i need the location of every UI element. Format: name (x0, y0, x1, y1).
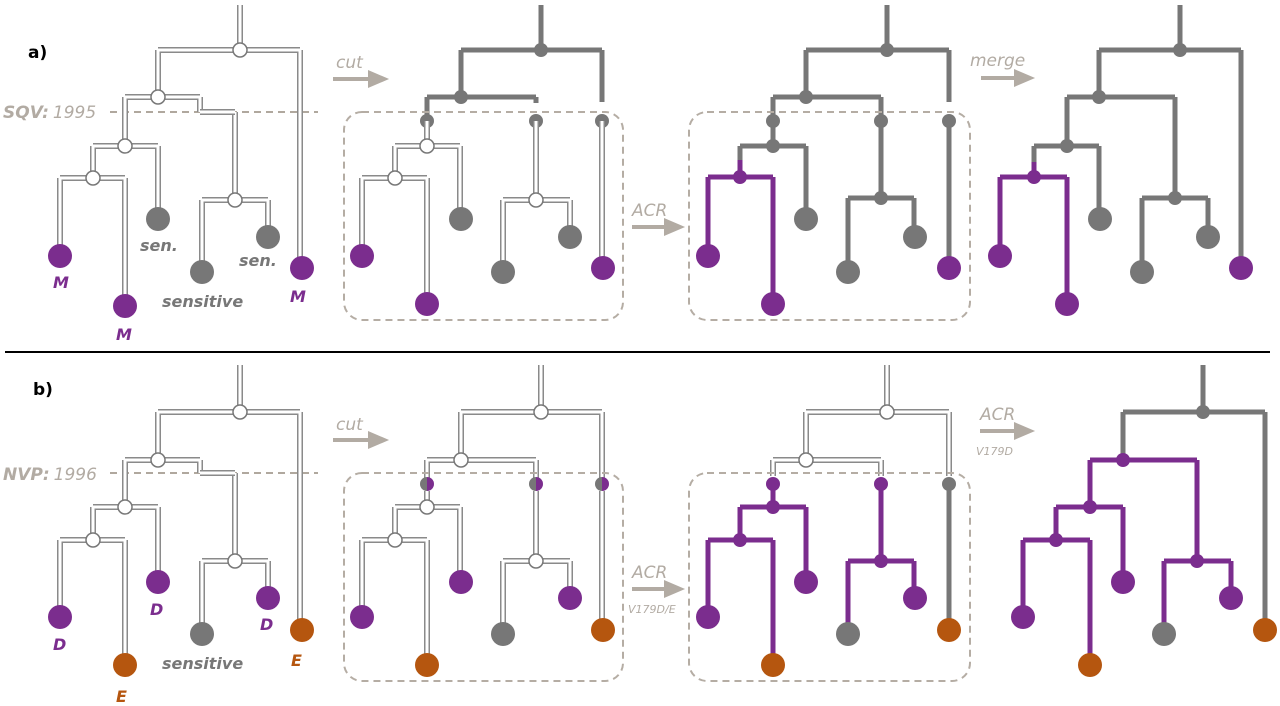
tip-b1-3 (146, 570, 170, 594)
tip-a4-3 (1088, 207, 1112, 231)
tip-a3-3 (794, 207, 818, 231)
tip-a3-5 (903, 225, 927, 249)
cut-box-b2 (343, 472, 624, 682)
tip-b2-2 (415, 653, 439, 677)
arrow-right-icon (333, 69, 390, 89)
tip-a1-3 (146, 207, 170, 231)
tip-b3-2 (761, 653, 785, 677)
tip-a4-4 (1130, 260, 1154, 284)
tip-label-a-4: sensitive (162, 292, 243, 311)
tree-b3 (705, 365, 956, 665)
tip-b3-5 (903, 586, 927, 610)
panel-b-date: NVP:1996 (3, 465, 97, 485)
tip-label-a-3: sen. (140, 236, 178, 255)
tip-a2-2 (415, 292, 439, 316)
tip-a2-3 (449, 207, 473, 231)
tip-b1-1 (48, 605, 72, 629)
tip-a2-5 (558, 225, 582, 249)
tree-b4 (1020, 365, 1268, 665)
tree-b2 (359, 365, 609, 665)
tip-b3-3 (794, 570, 818, 594)
tip-label-a-6: M (290, 287, 306, 306)
tree-a2 (359, 5, 609, 306)
step-label-acr-a: ACR (631, 201, 667, 221)
arrow-right-icon (333, 430, 390, 450)
tip-b4-6 (1253, 618, 1277, 642)
tip-b2-3 (449, 570, 473, 594)
tip-a2-4 (491, 260, 515, 284)
tip-a4-5 (1196, 225, 1220, 249)
arrow-right-icon (981, 68, 1036, 88)
tip-a3-2 (761, 292, 785, 316)
tip-a1-5 (256, 225, 280, 249)
arrow-right-icon (632, 579, 686, 599)
tip-a4-6 (1229, 256, 1253, 280)
tip-a3-1 (696, 244, 720, 268)
step-label-acr-b: ACR (631, 563, 667, 583)
tip-b2-4 (491, 622, 515, 646)
tip-b1-5 (256, 586, 280, 610)
tip-a4-1 (988, 244, 1012, 268)
tip-a3-6 (937, 256, 961, 280)
arrow-right-icon (632, 217, 686, 237)
tip-b3-6 (937, 618, 961, 642)
tip-b2-1 (350, 605, 374, 629)
step-label-acr2-b: ACR (979, 405, 1015, 425)
tip-a1-4 (190, 260, 214, 284)
tip-b4-1 (1011, 605, 1035, 629)
tip-a1-2 (113, 294, 137, 318)
tip-label-b-6: E (291, 651, 302, 670)
tip-a3-4 (836, 260, 860, 284)
tree-b1 (57, 365, 303, 665)
tip-a2-6 (591, 256, 615, 280)
tip-label-b-1: D (53, 635, 66, 654)
tip-b4-3 (1111, 570, 1135, 594)
tip-b2-6 (591, 618, 615, 642)
tip-a4-2 (1055, 292, 1079, 316)
tip-b4-5 (1219, 586, 1243, 610)
arrow-right-icon (980, 421, 1036, 441)
tip-a1-1 (48, 244, 72, 268)
tip-b1-6 (290, 618, 314, 642)
tip-label-a-1: M (53, 273, 69, 292)
tip-b4-4 (1152, 622, 1176, 646)
tree-a1 (57, 5, 303, 306)
cut-box-a2 (343, 111, 624, 321)
tip-label-b-4: sensitive (162, 654, 243, 673)
half-node (420, 477, 427, 491)
tip-label-a-5: sen. (239, 251, 277, 270)
tree-a3 (705, 5, 956, 305)
tip-b3-4 (836, 622, 860, 646)
cut-box-b3 (688, 472, 971, 682)
tip-label-b-3: D (150, 600, 163, 619)
step-sublabel-acr-b: V179D/E (628, 603, 676, 616)
tree-a4 (997, 5, 1244, 305)
panel-b-label: b) (33, 380, 53, 400)
step-label-cut-b: cut (336, 415, 364, 435)
tip-label-a-2: M (116, 325, 132, 344)
tip-label-b-2: E (116, 687, 127, 706)
tip-b3-1 (696, 605, 720, 629)
tip-a1-6 (290, 256, 314, 280)
tip-b4-2 (1078, 653, 1102, 677)
step-sublabel-acr2-b: V179D (976, 445, 1013, 458)
tip-b1-2 (113, 653, 137, 677)
panel-a-label: a) (28, 43, 47, 63)
tip-b1-4 (190, 622, 214, 646)
cut-box-a3 (688, 111, 971, 321)
panel-a-date: SQV:1995 (3, 103, 96, 123)
step-label-cut-a: cut (336, 53, 364, 73)
tip-b2-5 (558, 586, 582, 610)
step-label-merge-a: merge (970, 51, 1025, 71)
tip-a2-1 (350, 244, 374, 268)
tip-label-b-5: D (260, 615, 273, 634)
